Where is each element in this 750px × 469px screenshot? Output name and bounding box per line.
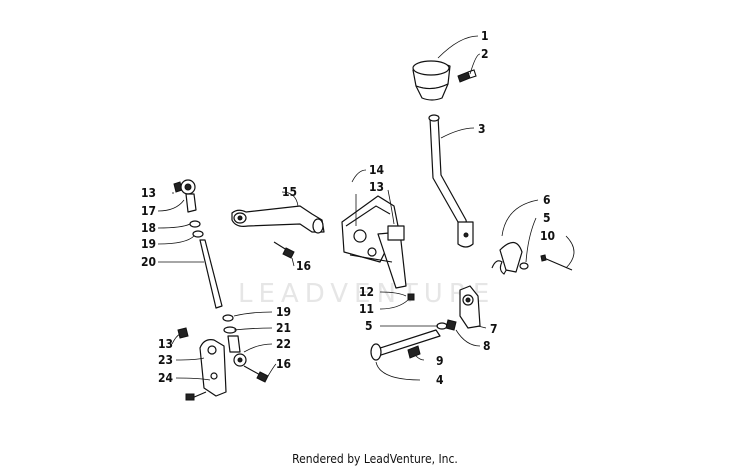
callout-21: 21 <box>276 321 291 335</box>
callout-1: 1 <box>481 29 489 43</box>
callout-11: 11 <box>359 302 374 316</box>
knob-set-screw <box>457 69 477 83</box>
callout-13-lower: 13 <box>158 337 173 351</box>
leader-lines <box>157 35 575 381</box>
callout-14: 14 <box>369 163 385 177</box>
callout-20: 20 <box>141 255 156 269</box>
lower-bolts <box>185 365 269 401</box>
rod-end-assembly <box>173 179 204 238</box>
lower-arm <box>177 327 227 397</box>
callout-9: 9 <box>436 354 444 368</box>
callout-4: 4 <box>436 373 444 387</box>
callout-10: 10 <box>540 229 555 243</box>
callout-2: 2 <box>481 47 489 61</box>
callout-13-upper: 13 <box>369 180 384 194</box>
callout-16-lower: 16 <box>276 357 291 371</box>
callout-6: 6 <box>543 193 551 207</box>
link-rod <box>199 239 223 309</box>
shift-knob <box>412 60 451 101</box>
callout-3: 3 <box>478 122 486 136</box>
pivot-block <box>436 285 481 331</box>
watermark: LEADVENTURE <box>238 279 495 309</box>
callout-7: 7 <box>490 322 498 336</box>
mounting-bracket <box>341 195 407 289</box>
pivot-arm-bolt <box>273 241 295 259</box>
callout-5-lower: 5 <box>365 319 373 333</box>
footer-credit: Rendered by LeadVenture, Inc. <box>292 452 458 466</box>
callout-labels: 1 2 3 14 13 15 13 17 18 19 20 16 6 5 10 … <box>141 29 555 387</box>
callout-8: 8 <box>483 339 491 353</box>
pivot-arm <box>231 205 325 234</box>
shift-lever-rod <box>428 114 474 248</box>
callout-22: 22 <box>276 337 291 351</box>
callout-19-left: 19 <box>141 237 156 251</box>
spring-clip <box>491 241 573 275</box>
callout-23: 23 <box>158 353 173 367</box>
callout-16-upper: 16 <box>296 259 311 273</box>
callout-15: 15 <box>282 185 297 199</box>
callout-5-upper: 5 <box>543 211 551 225</box>
callout-17: 17 <box>141 204 156 218</box>
callout-13-left: 13 <box>141 186 156 200</box>
lower-rod-end <box>222 314 247 367</box>
callout-19-lower: 19 <box>276 305 291 319</box>
bracket-bolt <box>407 293 415 301</box>
callout-18: 18 <box>141 221 156 235</box>
callout-24: 24 <box>158 371 174 385</box>
callout-12: 12 <box>359 285 374 299</box>
pivot-pin <box>370 329 441 361</box>
